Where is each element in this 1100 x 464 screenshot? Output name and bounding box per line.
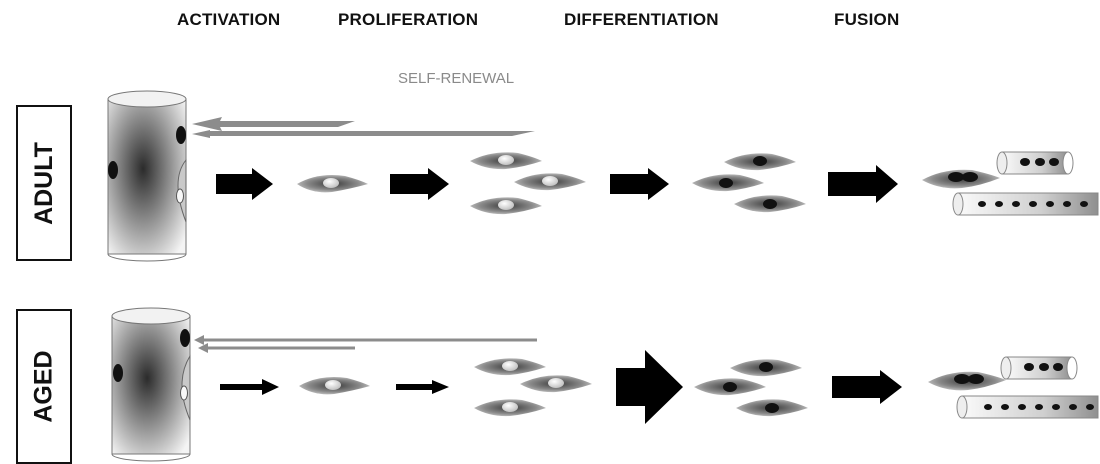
self-renewal-arrow-aged (194, 335, 537, 353)
row-label-aged: AGED (16, 309, 72, 464)
differentiated-cells-aged (694, 359, 808, 417)
myotube-long-adult (952, 192, 1099, 216)
arrow-differentiation-adult (610, 168, 669, 200)
fusion-aged (928, 356, 1099, 419)
arrow-proliferation-aged (396, 380, 449, 394)
proliferating-cells-adult (470, 152, 586, 215)
arrow-fusion-aged (832, 370, 902, 404)
activated-cell-adult (297, 175, 368, 193)
stage-label-differentiation: DIFFERENTIATION (564, 10, 719, 29)
myotube-short-adult (996, 151, 1074, 175)
myotube-long-aged (956, 395, 1099, 419)
arrow-differentiation-aged (616, 350, 683, 424)
stage-label-activation: ACTIVATION (177, 10, 281, 29)
self-renewal-arrow-adult (192, 117, 535, 138)
arrow-activation-aged (220, 379, 279, 395)
myotube-short-aged (1000, 356, 1078, 380)
row-label-adult: ADULT (16, 105, 72, 261)
stage-label-fusion: FUSION (834, 10, 900, 29)
differentiated-cells-adult (692, 153, 806, 213)
muscle-fiber-aged (111, 307, 191, 462)
fusion-adult (922, 151, 1099, 216)
proliferating-cells-aged (474, 358, 592, 417)
stage-label-proliferation: PROLIFERATION (338, 10, 479, 29)
self-renewal-label: SELF-RENEWAL (398, 70, 515, 87)
arrow-fusion-adult (828, 165, 898, 203)
muscle-fiber-adult (107, 90, 187, 262)
arrow-activation-adult (216, 168, 273, 200)
activated-cell-aged (299, 377, 370, 395)
arrow-proliferation-adult (390, 168, 449, 200)
